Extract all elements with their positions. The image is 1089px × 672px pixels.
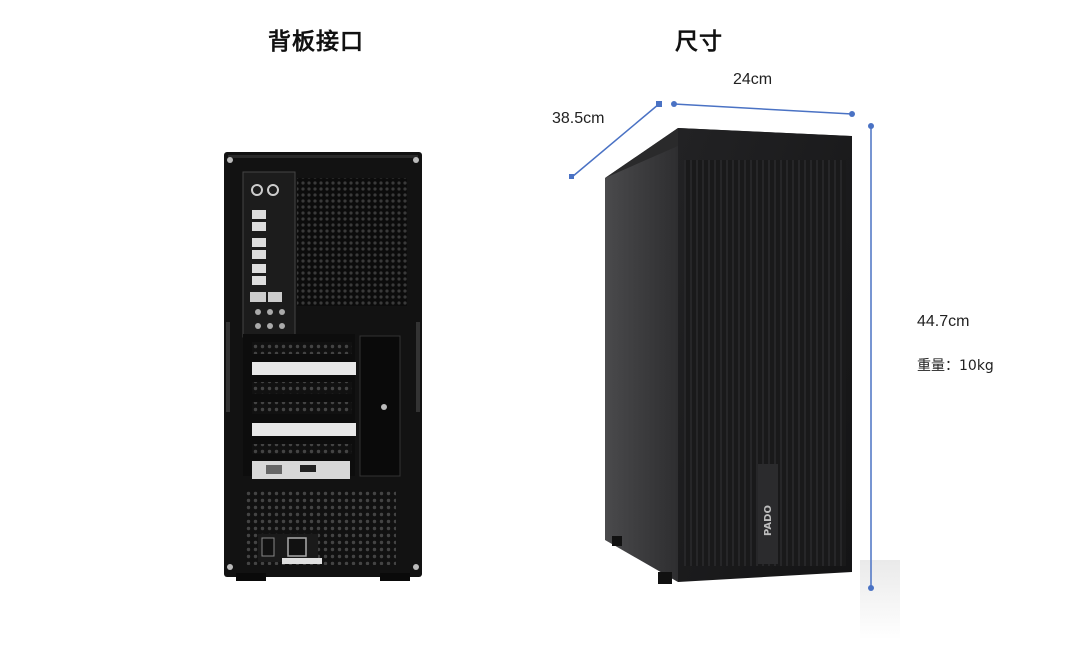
depth-label: 38.5cm	[552, 110, 605, 127]
brand-mark: PADO	[763, 505, 774, 536]
weight-label: 重量：10kg	[917, 358, 994, 374]
height-label: 44.7cm	[917, 313, 970, 330]
dimension-lines	[569, 101, 874, 591]
width-label: 24cm	[733, 71, 773, 88]
back-panel-title: 背板接口	[268, 29, 364, 55]
size-title: 尺寸	[675, 29, 723, 55]
